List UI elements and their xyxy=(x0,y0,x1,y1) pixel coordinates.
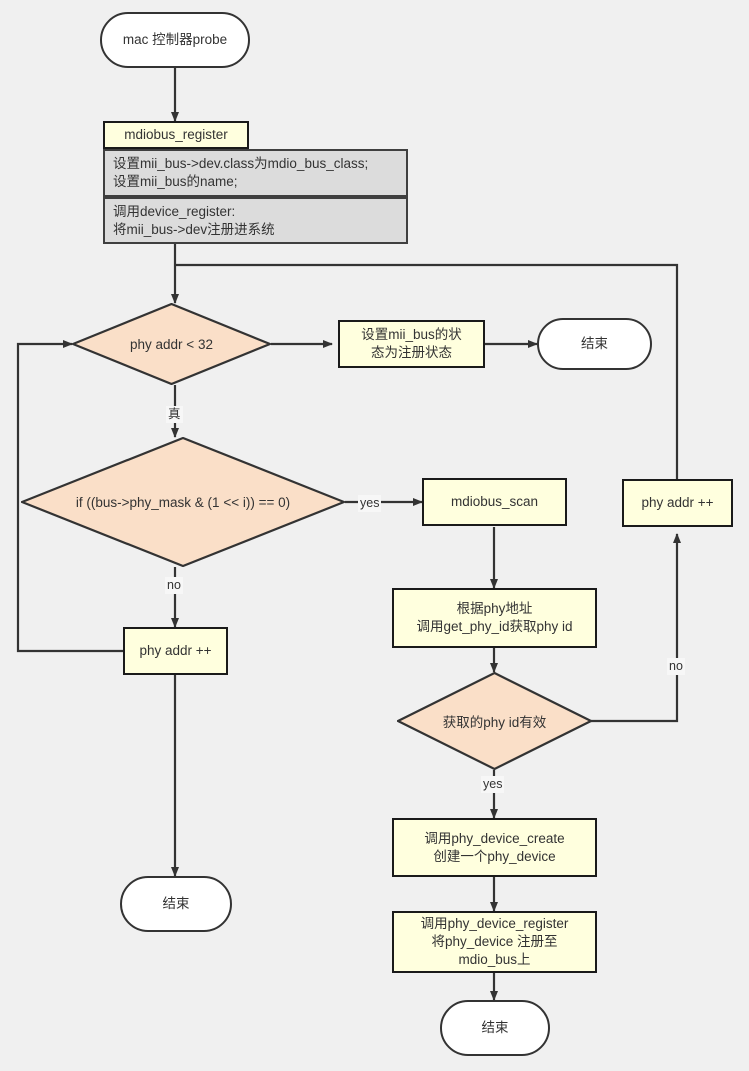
node-mdiobus-scan[interactable]: mdiobus_scan xyxy=(422,478,567,526)
node-phy-device-create-label: 调用phy_device_create 创建一个phy_device xyxy=(424,830,565,864)
node-decision-phy-addr-label: phy addr < 32 xyxy=(130,336,213,352)
node-phy-addr-inc-right-label: phy addr ++ xyxy=(641,495,714,511)
node-start[interactable]: mac 控制器probe xyxy=(100,12,250,68)
node-phy-addr-inc-right[interactable]: phy addr ++ xyxy=(622,479,733,527)
node-mdiobus-register-label: mdiobus_register xyxy=(124,127,228,143)
node-end-bottom-left-label: 结束 xyxy=(162,896,190,912)
edge-label-phy-id-no: no xyxy=(667,658,685,675)
edge-phyid-no-to-inc-right xyxy=(591,533,681,723)
edge-label-mask-no-text: no xyxy=(167,578,181,592)
node-phy-device-register-label: 调用phy_device_register 将phy_device 注册至 md… xyxy=(420,916,569,967)
decision-phy-addr-shape xyxy=(72,303,271,385)
edge-label-mask-yes-text: yes xyxy=(360,496,380,510)
node-decision-phy-addr[interactable]: phy addr < 32 xyxy=(72,303,271,385)
node-end-bottom-right[interactable]: 结束 xyxy=(440,1000,550,1056)
edge-label-phy-id-yes-text: yes xyxy=(483,777,503,791)
node-decision-phy-mask[interactable]: if ((bus->phy_mask & (1 << i)) == 0) xyxy=(21,437,345,567)
node-decision-phy-mask-label: if ((bus->phy_mask & (1 << i)) == 0) xyxy=(75,494,291,510)
node-phy-addr-inc-left[interactable]: phy addr ++ xyxy=(123,627,228,675)
node-end-top-right-label: 结束 xyxy=(581,336,608,352)
node-end-bottom-right-label: 结束 xyxy=(481,1020,509,1036)
edge-label-phy-id-no-text: no xyxy=(669,659,683,673)
node-detail-device-register-label: 调用device_register: 将mii_bus->dev注册进系统 xyxy=(113,203,275,237)
edge-label-mask-no: no xyxy=(165,577,183,594)
edge-label-phy-id-yes: yes xyxy=(481,776,505,793)
node-end-bottom-left[interactable]: 结束 xyxy=(120,876,232,932)
node-set-bus-state[interactable]: 设置mii_bus的状 态为注册状态 xyxy=(338,320,485,368)
edge-label-mask-yes: yes xyxy=(358,495,382,512)
node-detail-device-register: 调用device_register: 将mii_bus->dev注册进系统 xyxy=(103,197,408,244)
node-mdiobus-scan-label: mdiobus_scan xyxy=(450,494,539,510)
decision-phy-mask-shape xyxy=(21,437,345,567)
edge-label-addr-true: 真 xyxy=(166,406,183,423)
node-get-phy-id-label: 根据phy地址 调用get_phy_id获取phy id xyxy=(416,601,573,634)
node-start-label: mac 控制器probe xyxy=(122,32,228,48)
node-detail-set-class-label: 设置mii_bus->dev.class为mdio_bus_class; 设置m… xyxy=(113,156,369,189)
decision-phy-id-shape xyxy=(397,672,592,770)
node-detail-set-class: 设置mii_bus->dev.class为mdio_bus_class; 设置m… xyxy=(103,149,408,197)
node-decision-phy-id-valid-label: 获取的phy id有效 xyxy=(442,715,547,730)
node-phy-addr-inc-left-label: phy addr ++ xyxy=(139,643,212,659)
node-get-phy-id[interactable]: 根据phy地址 调用get_phy_id获取phy id xyxy=(392,588,597,648)
node-set-bus-state-label: 设置mii_bus的状 态为注册状态 xyxy=(361,327,462,360)
node-decision-phy-id-valid[interactable]: 获取的phy id有效 xyxy=(397,672,592,770)
edge-label-addr-true-text: 真 xyxy=(168,407,181,421)
node-phy-device-create[interactable]: 调用phy_device_create 创建一个phy_device xyxy=(392,818,597,877)
node-phy-device-register[interactable]: 调用phy_device_register 将phy_device 注册至 md… xyxy=(392,911,597,973)
node-end-top-right[interactable]: 结束 xyxy=(537,318,652,370)
node-mdiobus-register[interactable]: mdiobus_register xyxy=(103,121,249,149)
